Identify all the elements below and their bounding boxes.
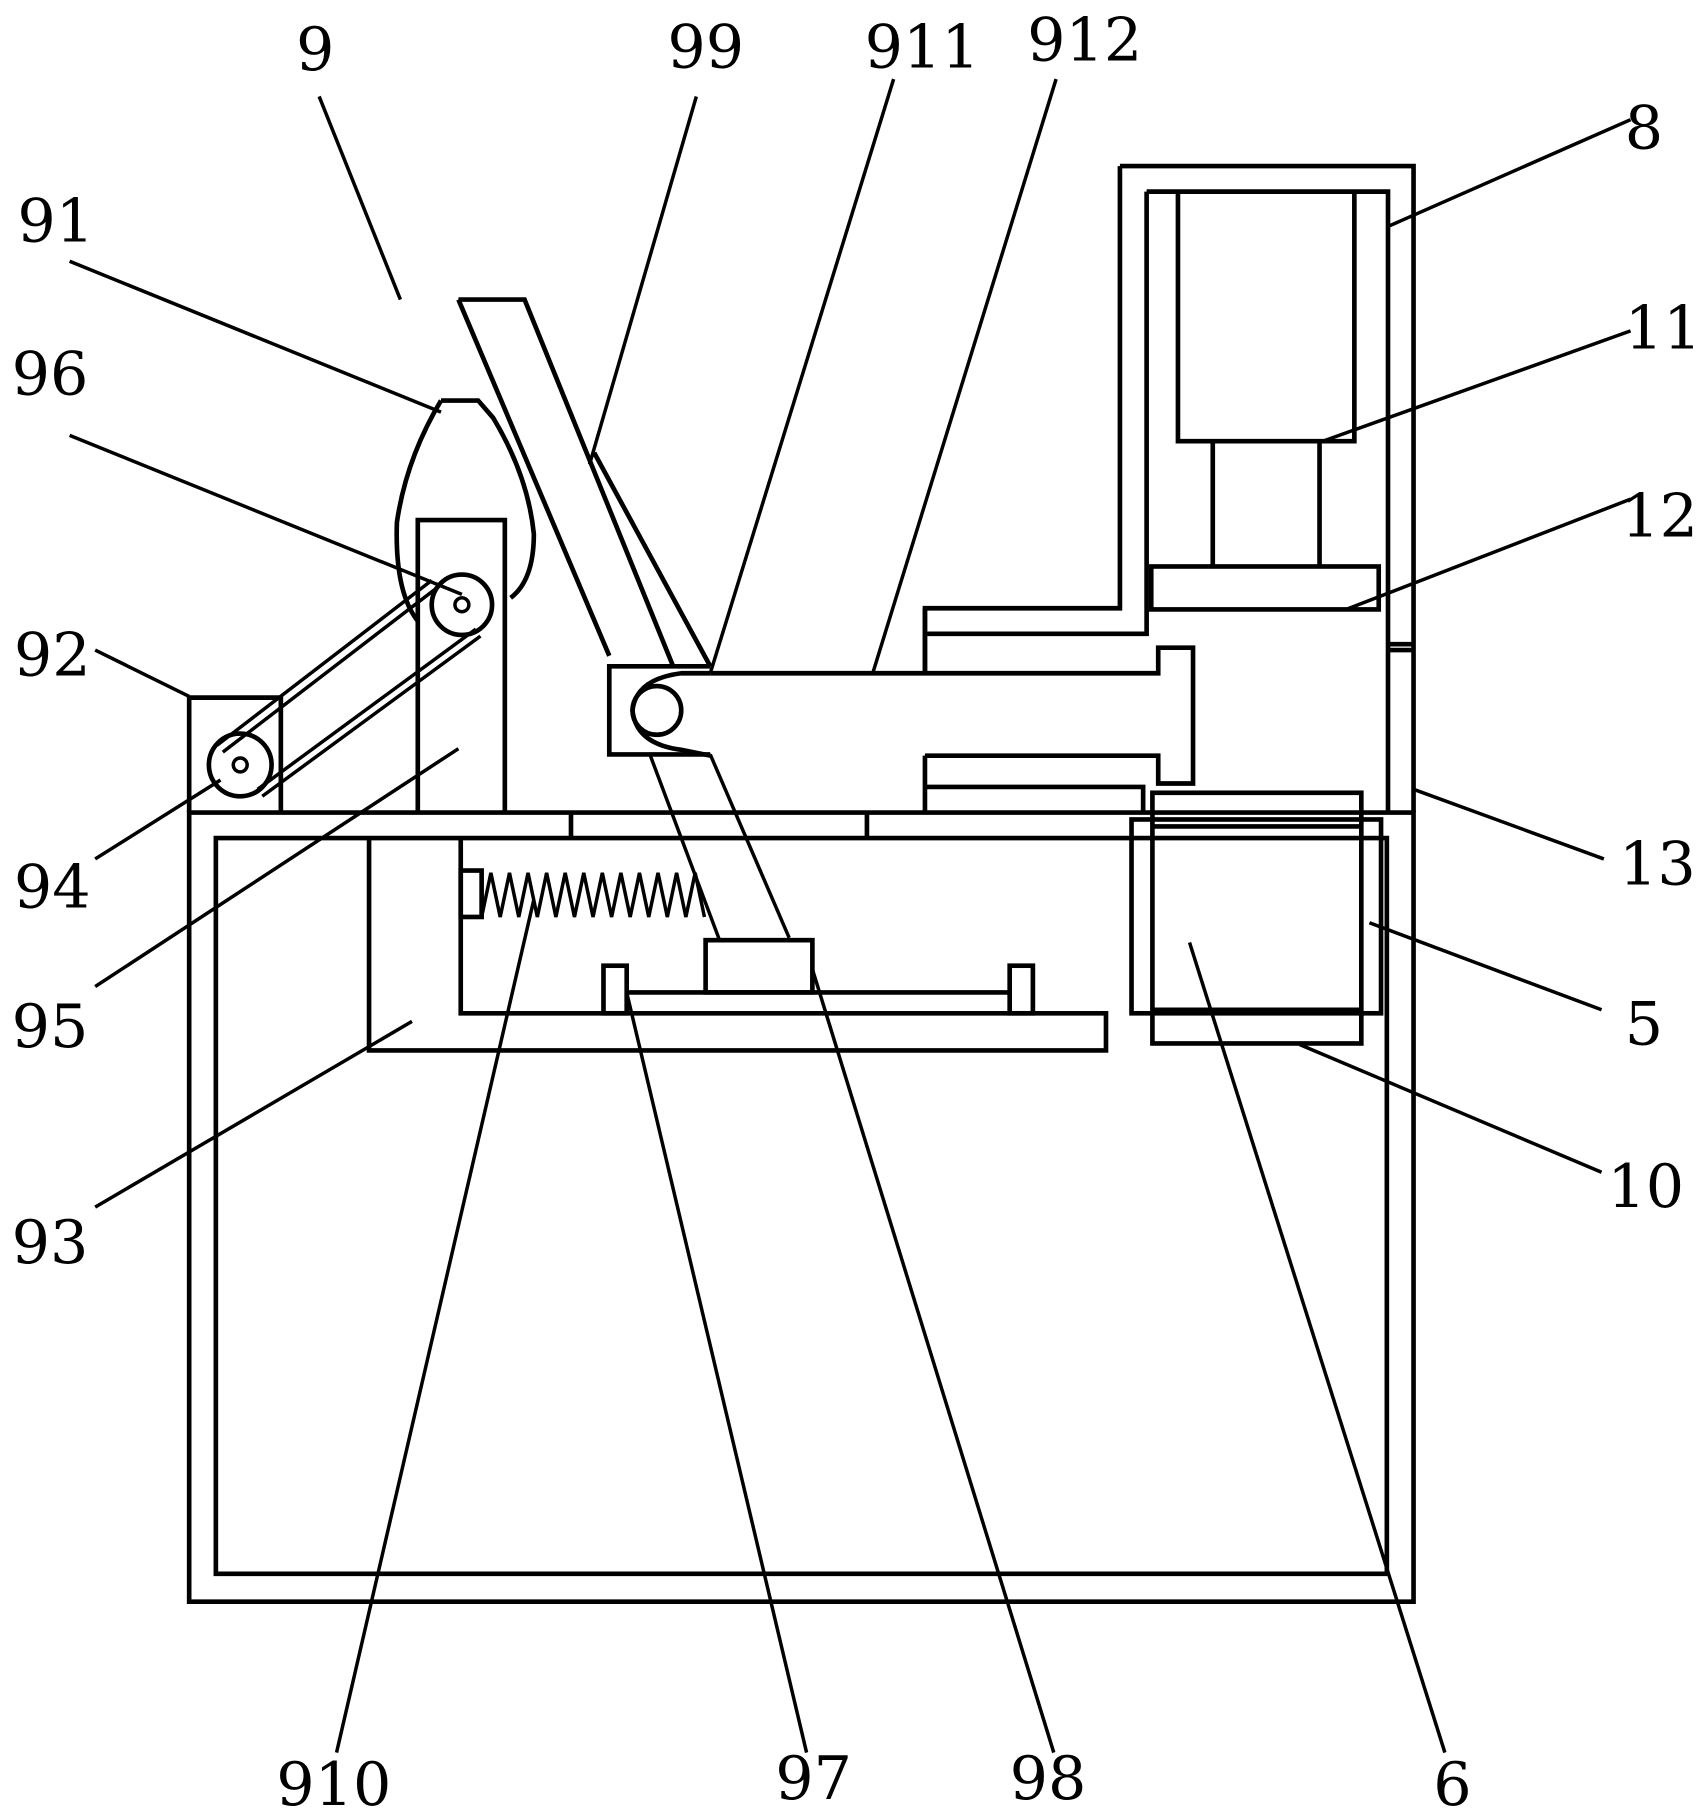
label-95: 95 xyxy=(12,992,89,1062)
label-8: 8 xyxy=(1625,94,1663,164)
component-912-rod xyxy=(710,608,1193,812)
label-94: 94 xyxy=(14,853,91,923)
label-98: 98 xyxy=(1010,1744,1087,1814)
component-12-plate xyxy=(1151,566,1378,609)
component-98-slider xyxy=(706,940,813,992)
label-910: 910 xyxy=(276,1750,391,1820)
label-99: 99 xyxy=(667,12,744,82)
label-912: 912 xyxy=(1027,5,1142,75)
component-910-spring xyxy=(461,871,705,917)
component-99-lever xyxy=(458,300,789,941)
label-911: 911 xyxy=(865,12,980,82)
pulley-96-icon xyxy=(432,575,492,635)
label-92: 92 xyxy=(14,621,91,691)
label-9: 9 xyxy=(296,15,334,85)
leader-lines xyxy=(70,79,1631,1753)
label-97: 97 xyxy=(775,1744,852,1814)
component-5-6-box xyxy=(1132,793,1382,1044)
label-91: 91 xyxy=(17,187,94,257)
belt-drive xyxy=(209,575,492,797)
label-93: 93 xyxy=(12,1208,89,1278)
label-11: 11 xyxy=(1625,293,1702,363)
component-911-pivot-block xyxy=(609,666,710,755)
label-10: 10 xyxy=(1607,1152,1684,1222)
housing-frame xyxy=(189,813,1413,1602)
callout-labels: 9 99 911 912 8 91 96 11 12 92 94 95 13 5… xyxy=(12,5,1702,1819)
pivot-bolt-icon xyxy=(632,686,681,735)
label-6: 6 xyxy=(1433,1750,1471,1820)
label-13: 13 xyxy=(1619,829,1696,899)
label-96: 96 xyxy=(12,340,89,410)
label-12: 12 xyxy=(1621,481,1698,551)
component-11-cylinder xyxy=(1178,192,1354,567)
label-5: 5 xyxy=(1625,990,1663,1060)
pulley-94-icon xyxy=(209,734,272,797)
